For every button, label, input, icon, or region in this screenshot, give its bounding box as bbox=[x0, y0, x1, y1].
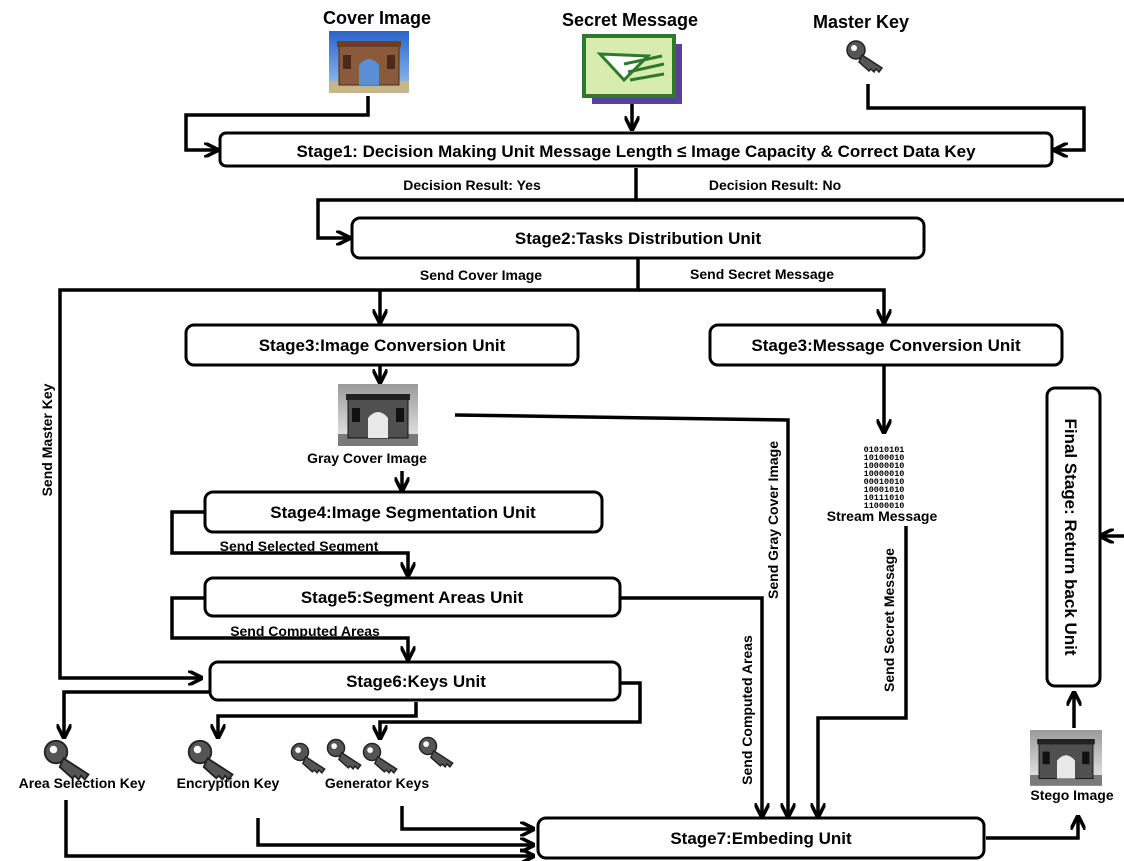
bit-row: 10111010 bbox=[864, 493, 905, 503]
generator-key-icon bbox=[418, 736, 454, 768]
stage3-image-box: Stage3:Image Conversion Unit bbox=[184, 323, 580, 367]
cover-image-photo-icon bbox=[328, 30, 410, 94]
stage2-box: Stage2:Tasks Distribution Unit bbox=[350, 216, 926, 260]
stage6-box: Stage6:Keys Unit bbox=[208, 660, 622, 702]
generator-keys-label: Generator Keys bbox=[325, 775, 429, 791]
stage7-box: Stage7:Embeding Unit bbox=[536, 816, 986, 860]
send-selected-segment-label: Send Selected Segment bbox=[220, 538, 379, 554]
connectors bbox=[60, 84, 1124, 856]
stream-message-label: Stream Message bbox=[827, 508, 938, 524]
envelope-card-icon bbox=[582, 34, 682, 104]
stage4-box: Stage4:Image Segmentation Unit bbox=[203, 490, 604, 534]
area-selection-key-label: Area Selection Key bbox=[19, 775, 146, 791]
generator-key-icon bbox=[362, 742, 398, 774]
send-cover-image-label: Send Cover Image bbox=[420, 267, 542, 283]
stage6-label: Stage6:Keys Unit bbox=[346, 672, 486, 691]
secret-message-title: Secret Message bbox=[562, 10, 698, 30]
master-key-icon bbox=[846, 40, 883, 73]
generator-key-icon bbox=[326, 738, 362, 770]
bit-row: 01010101 bbox=[864, 445, 905, 455]
send-master-key-label: Send Master Key bbox=[39, 383, 55, 496]
encryption-key-icon bbox=[187, 739, 234, 781]
send-computed-areas-label: Send Computed Areas bbox=[230, 623, 380, 639]
bit-row: 00010010 bbox=[864, 477, 905, 487]
gray-cover-image-label: Gray Cover Image bbox=[307, 450, 427, 466]
bit-row: 10100010 bbox=[864, 453, 905, 463]
stego-image-photo-icon bbox=[1029, 729, 1103, 787]
stage2-label: Stage2:Tasks Distribution Unit bbox=[515, 229, 762, 248]
stage3-message-label: Stage3:Message Conversion Unit bbox=[751, 336, 1021, 355]
bit-row: 11000010 bbox=[864, 501, 905, 511]
stage1-box: Stage1: Decision Making Unit Message Len… bbox=[218, 131, 1054, 168]
bit-row: 10000010 bbox=[864, 469, 905, 479]
stego-image-label: Stego Image bbox=[1030, 787, 1113, 803]
area-selection-key-icon bbox=[43, 739, 90, 781]
decision-no-label: Decision Result: No bbox=[709, 177, 841, 193]
bitstream-block: 01010101 10100010 10000010 10000010 0001… bbox=[864, 445, 905, 511]
send-computed-areas-vertical-label: Send Computed Areas bbox=[739, 635, 755, 785]
send-secret-message-label: Send Secret Message bbox=[690, 266, 834, 282]
final-stage-box: Final Stage: Return back Unit bbox=[1045, 386, 1102, 688]
stage5-label: Stage5:Segment Areas Unit bbox=[301, 588, 524, 607]
gray-image-photo-icon bbox=[337, 383, 419, 447]
stage7-label: Stage7:Embeding Unit bbox=[670, 829, 852, 848]
stage3-image-label: Stage3:Image Conversion Unit bbox=[259, 336, 506, 355]
generator-key-icon bbox=[290, 742, 326, 774]
stage3-message-box: Stage3:Message Conversion Unit bbox=[708, 323, 1064, 367]
bit-row: 10000010 bbox=[864, 461, 905, 471]
stage1-label: Stage1: Decision Making Unit Message Len… bbox=[296, 142, 976, 161]
master-key-title: Master Key bbox=[813, 12, 909, 32]
decision-yes-label: Decision Result: Yes bbox=[403, 177, 541, 193]
send-gray-cover-image-label: Send Gray Cover Image bbox=[765, 441, 781, 599]
stage5-box: Stage5:Segment Areas Unit bbox=[203, 576, 622, 618]
cover-image-title: Cover Image bbox=[323, 8, 431, 28]
encryption-key-label: Encryption Key bbox=[177, 775, 280, 791]
send-secret-message-vertical-label: Send Secret Message bbox=[881, 548, 897, 692]
bit-row: 10001010 bbox=[864, 485, 905, 495]
final-stage-label: Final Stage: Return back Unit bbox=[1061, 418, 1080, 655]
stage4-label: Stage4:Image Segmentation Unit bbox=[270, 503, 536, 522]
